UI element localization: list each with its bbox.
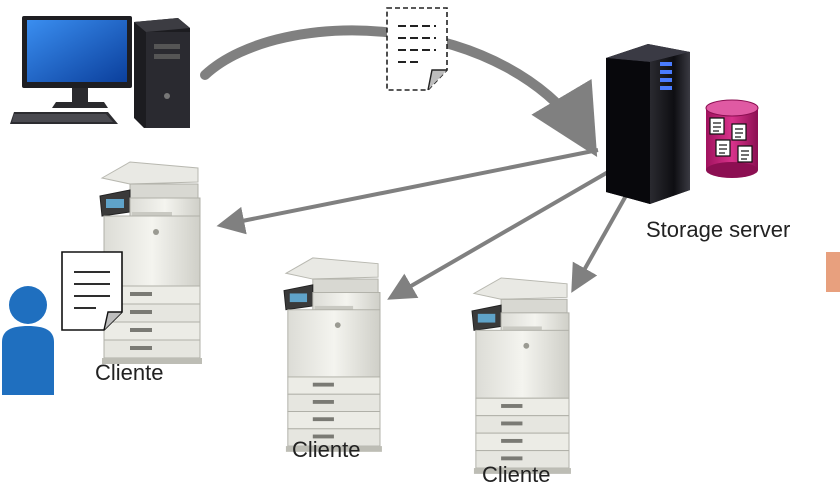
dashed-document-icon <box>386 7 448 91</box>
document-database-icon <box>705 99 759 178</box>
printed-document-icon <box>61 251 123 331</box>
server-to-client-2-arrow <box>387 166 617 300</box>
client-label-2: Cliente <box>292 437 361 462</box>
tower-server-icon <box>606 44 690 204</box>
multifunction-printer-icon <box>471 277 572 475</box>
server-to-client-3-arrow <box>571 184 634 293</box>
storage-server-label: Storage server <box>646 217 791 242</box>
client-label-1: Cliente <box>95 360 164 385</box>
side-tab-shape <box>826 252 840 292</box>
server-to-client-1-arrow <box>216 148 599 235</box>
desktop-computer-icon <box>10 16 190 128</box>
person-icon <box>2 286 54 395</box>
client-label-3: Cliente <box>482 462 551 487</box>
multifunction-printer-icon <box>283 257 383 453</box>
